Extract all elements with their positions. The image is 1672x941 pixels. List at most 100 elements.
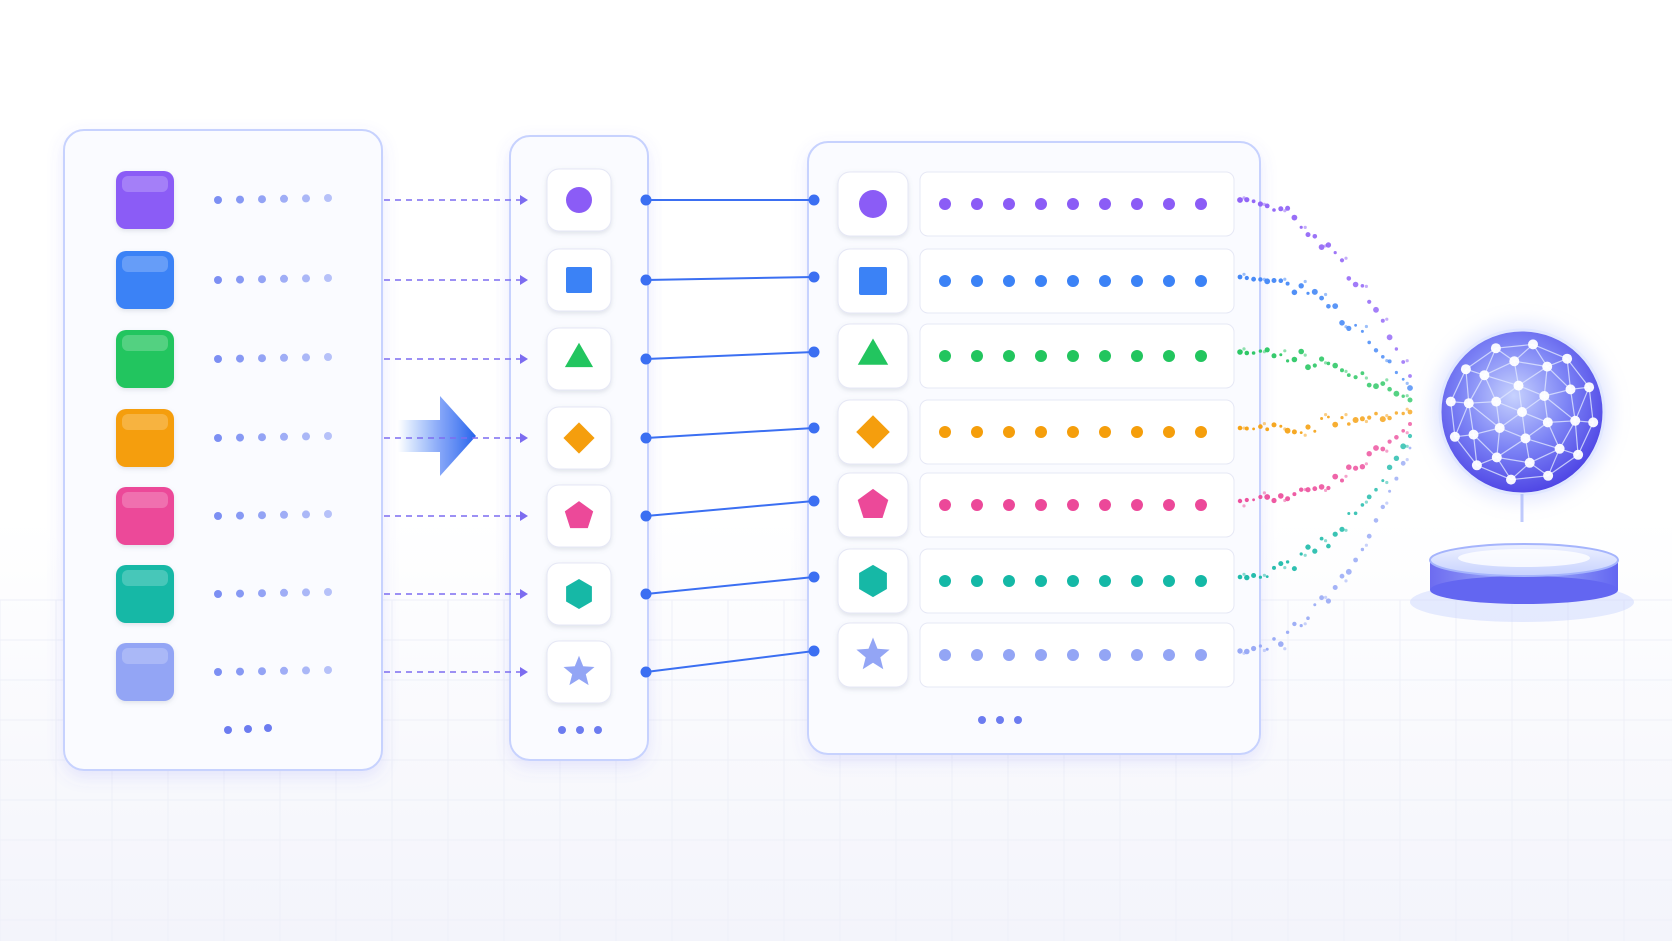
particle bbox=[1311, 288, 1318, 295]
particle bbox=[1244, 350, 1250, 356]
particle bbox=[1303, 553, 1307, 557]
network-node bbox=[1517, 407, 1527, 417]
particle bbox=[1242, 426, 1246, 430]
network-node bbox=[1449, 431, 1460, 442]
embedding-dot bbox=[1003, 275, 1015, 287]
network-node bbox=[1554, 443, 1565, 454]
embedding-shape-tile-purple bbox=[837, 171, 909, 237]
source-dot bbox=[258, 354, 266, 363]
embedding-dot bbox=[1067, 426, 1079, 438]
network-node bbox=[1524, 457, 1535, 468]
particle bbox=[1299, 431, 1303, 434]
square-icon bbox=[566, 267, 592, 293]
connector-node bbox=[808, 194, 820, 206]
network-node bbox=[1468, 429, 1479, 440]
particle bbox=[1359, 416, 1365, 422]
particle bbox=[1393, 455, 1400, 461]
particle bbox=[1360, 284, 1365, 288]
particle bbox=[1324, 413, 1328, 417]
particle bbox=[1237, 274, 1243, 280]
source-tile-teal bbox=[116, 565, 174, 623]
particle bbox=[1272, 637, 1276, 641]
source-dot bbox=[280, 588, 288, 597]
particle bbox=[1380, 381, 1386, 386]
shape-tile-blue bbox=[546, 248, 612, 312]
embedding-dot bbox=[1099, 198, 1111, 210]
network-node bbox=[1588, 417, 1599, 428]
source-dot bbox=[214, 668, 222, 676]
triangle-icon bbox=[564, 342, 594, 368]
particle bbox=[1367, 415, 1372, 420]
right-arrow-icon bbox=[398, 396, 476, 476]
particle bbox=[1285, 560, 1290, 564]
embedding-shape-tile-lavender bbox=[837, 622, 909, 688]
particle bbox=[1405, 444, 1409, 448]
particle bbox=[1305, 544, 1311, 550]
embedding-dot bbox=[1035, 275, 1047, 287]
ellipsis-icon bbox=[224, 724, 272, 734]
particle bbox=[1344, 474, 1348, 478]
particle bbox=[1265, 647, 1269, 651]
particle bbox=[1373, 445, 1379, 451]
particle bbox=[1285, 630, 1290, 634]
network-node bbox=[1463, 398, 1474, 409]
source-dot bbox=[324, 432, 332, 440]
embedding-dot bbox=[1035, 426, 1047, 438]
particle bbox=[1353, 557, 1358, 563]
embedding-dot bbox=[1003, 499, 1015, 511]
embedding-dot bbox=[1099, 499, 1111, 511]
embedding-dot bbox=[1163, 649, 1175, 661]
particle bbox=[1373, 383, 1379, 390]
network-node bbox=[1562, 353, 1573, 364]
rows-layer bbox=[116, 168, 1235, 704]
particle bbox=[1283, 566, 1287, 570]
particle bbox=[1325, 242, 1332, 248]
particle bbox=[1324, 539, 1328, 543]
particle bbox=[1324, 361, 1328, 365]
source-dot bbox=[324, 353, 332, 361]
source-dot bbox=[280, 510, 288, 519]
particle bbox=[1353, 375, 1358, 380]
source-dot bbox=[302, 510, 310, 519]
particle bbox=[1394, 370, 1398, 375]
particle bbox=[1299, 552, 1303, 556]
particle bbox=[1360, 503, 1365, 507]
neural-network-sphere-icon bbox=[1422, 312, 1622, 522]
embedding-dot bbox=[1003, 198, 1015, 210]
network-node bbox=[1584, 382, 1595, 393]
particle bbox=[1258, 575, 1262, 579]
particle bbox=[1344, 256, 1348, 260]
particle bbox=[1258, 424, 1263, 429]
network-node bbox=[1460, 364, 1471, 375]
source-dot bbox=[302, 666, 310, 675]
source-dot bbox=[236, 433, 244, 442]
particle bbox=[1299, 487, 1304, 492]
particle bbox=[1264, 494, 1271, 500]
particle bbox=[1359, 464, 1366, 470]
embedding-dot bbox=[1003, 575, 1015, 587]
embedding-shape-tile-blue bbox=[837, 248, 909, 314]
arrowhead bbox=[520, 275, 528, 285]
particle bbox=[1352, 281, 1359, 288]
embedding-dot bbox=[1131, 426, 1143, 438]
particle bbox=[1237, 574, 1243, 580]
particle bbox=[1291, 289, 1298, 296]
particle bbox=[1258, 349, 1263, 353]
particle bbox=[1283, 349, 1287, 353]
particle bbox=[1408, 422, 1412, 426]
connector-node bbox=[640, 274, 652, 286]
connector-node bbox=[640, 194, 652, 206]
source-dot bbox=[236, 354, 244, 363]
embedding-dot bbox=[1163, 350, 1175, 362]
particle bbox=[1237, 498, 1243, 504]
source-dot bbox=[324, 194, 332, 202]
particle bbox=[1405, 407, 1409, 411]
particle bbox=[1237, 425, 1243, 431]
particle bbox=[1332, 585, 1338, 590]
particle bbox=[1353, 511, 1358, 516]
embedding-dot bbox=[1099, 649, 1111, 661]
particle bbox=[1340, 478, 1344, 483]
embedding-dot bbox=[1035, 198, 1047, 210]
particle bbox=[1374, 411, 1378, 416]
particle bbox=[1354, 323, 1357, 327]
